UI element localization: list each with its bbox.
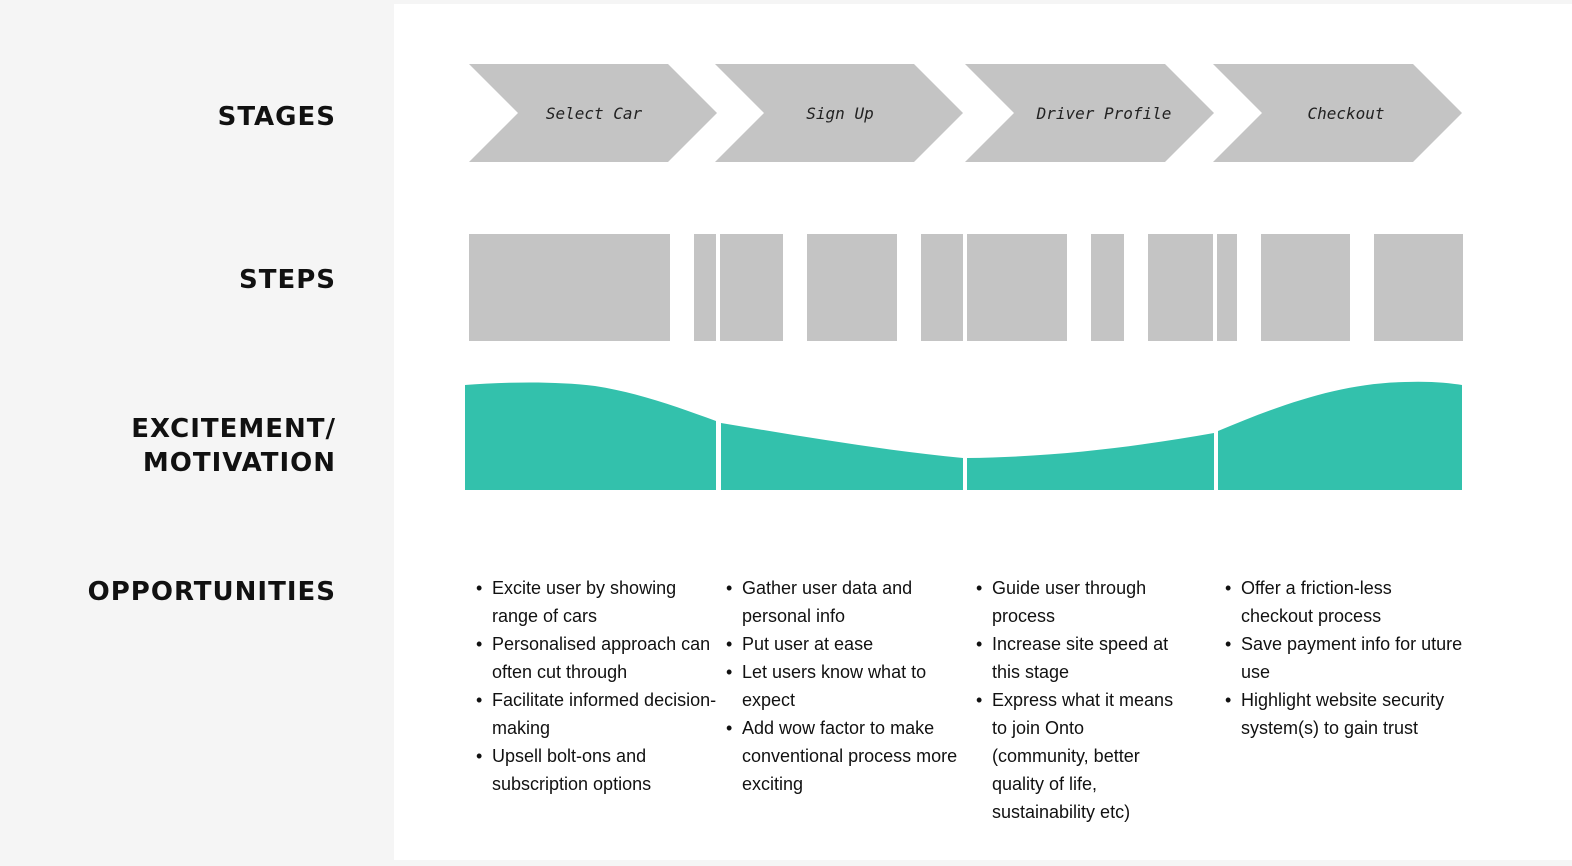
list-item: Put user at ease (726, 630, 964, 658)
steps-row (469, 234, 1463, 341)
list-item: Gather user data and personal info (726, 574, 964, 630)
stage-label-4: Checkout (1307, 104, 1384, 123)
step-block (1091, 234, 1124, 341)
list-item: Guide user through process (976, 574, 1174, 630)
excitement-segment-4 (1218, 381, 1462, 490)
step-block (967, 234, 1067, 341)
excitement-segment-1 (465, 382, 716, 490)
opportunities-column-2: Gather user data and personal info Put u… (724, 574, 964, 798)
stage-chevron-4: Checkout (1213, 64, 1462, 162)
stage-chevron-1: Select Car (469, 64, 717, 162)
opportunities-column-3: Guide user through process Increase site… (974, 574, 1174, 826)
row-label-steps: STEPS (238, 265, 336, 295)
row-label-excitement-line1: EXCITEMENT/ (131, 414, 336, 444)
list-item: Offer a friction-less checkout process (1225, 574, 1463, 630)
list-item: Save payment info for uture use (1225, 630, 1463, 686)
list-item: Excite user by showing range of cars (476, 574, 724, 630)
stage-chevron-3: Driver Profile (965, 64, 1214, 162)
list-item: Personalised approach can often cut thro… (476, 630, 724, 686)
list-item: Highlight website security system(s) to … (1225, 686, 1463, 742)
step-block (921, 234, 963, 341)
step-block (694, 234, 716, 341)
list-item: Facilitate informed decision-making (476, 686, 724, 742)
step-block (1217, 234, 1237, 341)
list-item: Upsell bolt-ons and subscription options (476, 742, 724, 798)
list-item: Increase site speed at this stage (976, 630, 1174, 686)
stage-label-1: Select Car (546, 104, 643, 123)
excitement-segment-3 (967, 433, 1214, 490)
step-block (469, 234, 670, 341)
step-block (1374, 234, 1463, 341)
excitement-curve (465, 381, 1462, 490)
step-block (720, 234, 783, 341)
opportunities-column-4: Offer a friction-less checkout process S… (1223, 574, 1463, 742)
excitement-segment-2 (721, 423, 963, 490)
step-block (807, 234, 897, 341)
stage-label-3: Driver Profile (1036, 104, 1172, 123)
list-item: Add wow factor to make conventional proc… (726, 714, 964, 798)
opportunities-column-1: Excite user by showing range of cars Per… (474, 574, 724, 798)
list-item: Express what it means to join Onto (comm… (976, 686, 1174, 826)
stage-label-2: Sign Up (806, 104, 873, 123)
step-block (1261, 234, 1350, 341)
row-label-stages: STAGES (217, 102, 336, 132)
list-item: Let users know what to expect (726, 658, 964, 714)
row-label-opportunities: OPPORTUNITIES (87, 577, 336, 607)
stage-chevron-2: Sign Up (715, 64, 963, 162)
row-label-excitement: EXCITEMENT/ MOTIVATION (131, 412, 336, 480)
step-block (1148, 234, 1213, 341)
row-label-excitement-line2: MOTIVATION (142, 448, 336, 478)
